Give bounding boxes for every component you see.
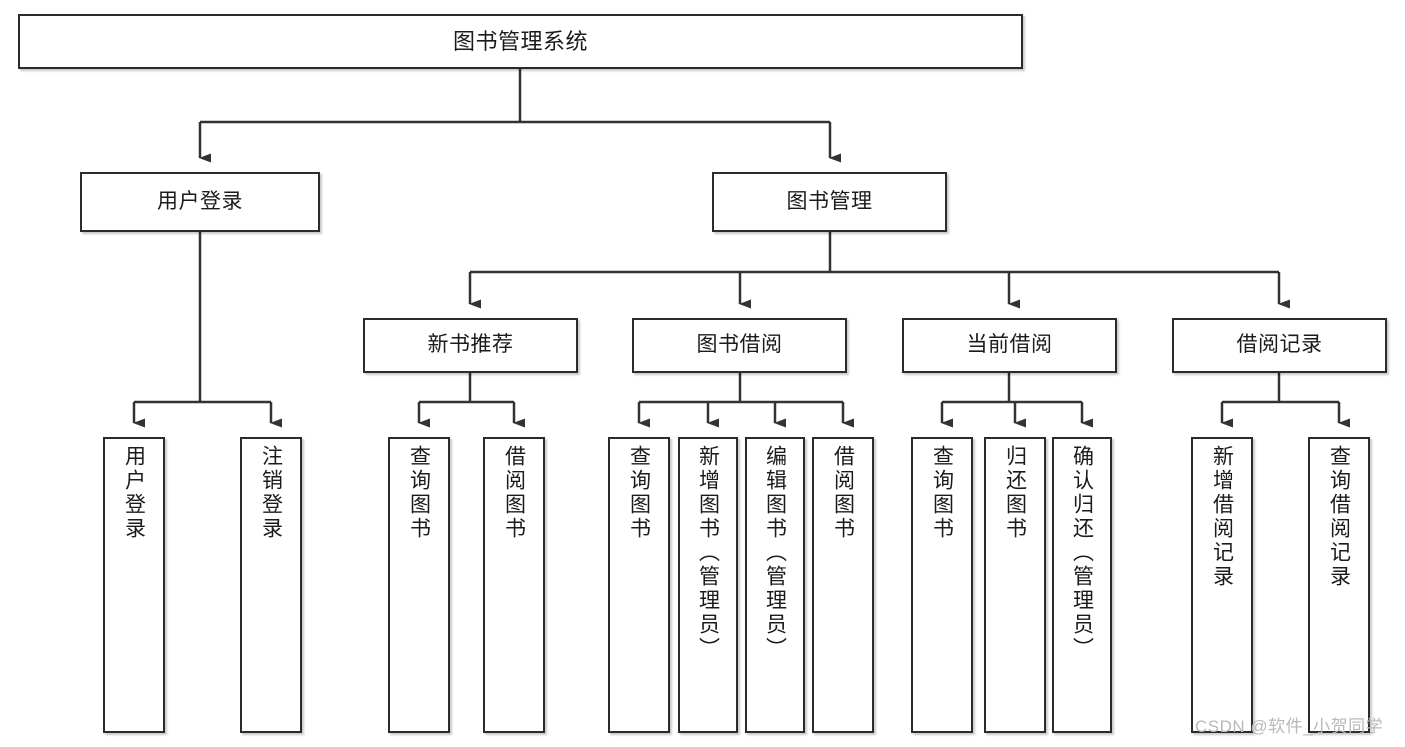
node-label-leaf-confirm-return: 确认归还（管理员）	[1070, 445, 1094, 661]
node-leaf-user-login[interactable]: 用户登录	[103, 437, 165, 733]
node-leaf-query-book-3[interactable]: 查询图书	[911, 437, 973, 733]
node-label-leaf-user-login: 用户登录	[122, 445, 146, 541]
node-label-new-book-recommend: 新书推荐	[427, 333, 514, 357]
node-book-manage[interactable]: 图书管理	[712, 172, 947, 232]
node-user-login[interactable]: 用户登录	[80, 172, 320, 232]
node-root-system[interactable]: 图书管理系统	[18, 14, 1023, 69]
node-leaf-add-book[interactable]: 新增图书（管理员）	[678, 437, 738, 733]
node-label-leaf-query-record: 查询借阅记录	[1327, 445, 1351, 589]
connector-currentborrow-to-leaves	[940, 373, 1093, 428]
node-label-user-login: 用户登录	[157, 189, 243, 213]
connector-newbook-to-leaves	[417, 373, 525, 428]
node-label-leaf-edit-book: 编辑图书（管理员）	[763, 445, 787, 661]
connector-root-to-level2	[198, 69, 841, 163]
node-label-leaf-borrow-book-2: 借阅图书	[831, 445, 855, 541]
node-label-leaf-query-book-2: 查询图书	[627, 445, 651, 541]
node-label-leaf-add-record: 新增借阅记录	[1210, 445, 1234, 589]
node-leaf-query-record[interactable]: 查询借阅记录	[1308, 437, 1370, 733]
node-label-leaf-add-book: 新增图书（管理员）	[696, 445, 720, 661]
node-leaf-borrow-book-2[interactable]: 借阅图书	[812, 437, 874, 733]
node-label-leaf-query-book-3: 查询图书	[930, 445, 954, 541]
node-leaf-edit-book[interactable]: 编辑图书（管理员）	[745, 437, 805, 733]
node-new-book-recommend[interactable]: 新书推荐	[363, 318, 578, 373]
connector-bookmanage-to-level3	[468, 232, 1290, 309]
node-book-borrow[interactable]: 图书借阅	[632, 318, 847, 373]
node-label-book-borrow: 图书借阅	[696, 333, 783, 357]
node-label-leaf-borrow-book-1: 借阅图书	[502, 445, 526, 541]
node-leaf-return-book[interactable]: 归还图书	[984, 437, 1046, 733]
node-current-borrow[interactable]: 当前借阅	[902, 318, 1117, 373]
node-label-leaf-logout: 注销登录	[259, 445, 283, 541]
node-leaf-logout[interactable]: 注销登录	[240, 437, 302, 733]
csdn-watermark: CSDN @软件_小贺同学	[1195, 717, 1384, 736]
node-leaf-query-book-2[interactable]: 查询图书	[608, 437, 670, 733]
node-label-current-borrow: 当前借阅	[966, 333, 1053, 357]
connector-bookborrow-to-leaves	[637, 373, 854, 428]
node-leaf-borrow-book-1[interactable]: 借阅图书	[483, 437, 545, 733]
node-borrow-record[interactable]: 借阅记录	[1172, 318, 1387, 373]
connector-borrowrecord-to-leaves	[1220, 373, 1350, 428]
node-label-root-system: 图书管理系统	[452, 28, 588, 54]
node-leaf-query-book-1[interactable]: 查询图书	[388, 437, 450, 733]
node-leaf-confirm-return[interactable]: 确认归还（管理员）	[1052, 437, 1112, 733]
node-label-leaf-return-book: 归还图书	[1003, 445, 1027, 541]
node-label-borrow-record: 借阅记录	[1236, 333, 1323, 357]
connector-userlogin-to-leaves	[132, 232, 282, 428]
node-label-book-manage: 图书管理	[786, 189, 873, 213]
node-leaf-add-record[interactable]: 新增借阅记录	[1191, 437, 1253, 733]
node-label-leaf-query-book-1: 查询图书	[407, 445, 431, 541]
